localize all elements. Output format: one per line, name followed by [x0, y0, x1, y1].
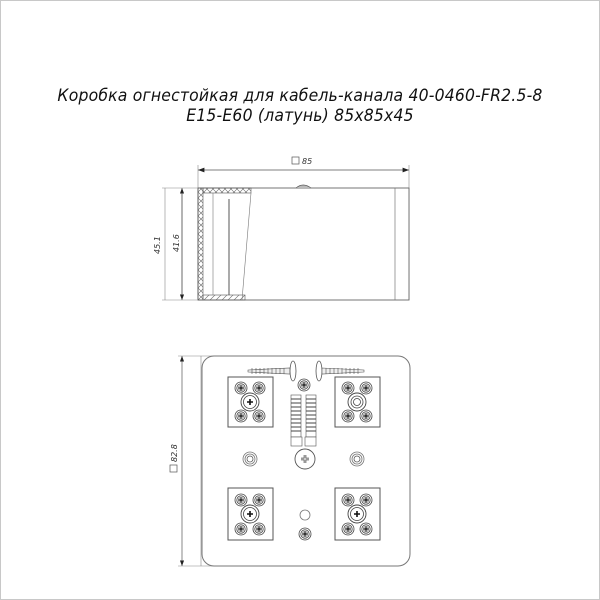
knob-icon: [295, 184, 312, 189]
top-view: 82.8: [169, 355, 411, 567]
drawing-title-line1: Коробка огнестойкая для кабель-канала 40…: [57, 86, 543, 106]
grommet-right-icon: [349, 451, 365, 467]
side-view: 85 45.1 41.6: [153, 156, 410, 301]
terminal-block-bottom-right: [334, 487, 381, 541]
side-dimension-label: 82.8: [170, 444, 179, 462]
center-screw-bottom-icon: [298, 527, 312, 541]
terminal-block-top-right: [334, 376, 381, 428]
square-symbol-icon: [291, 156, 300, 165]
cable-ties: [290, 394, 317, 447]
outer-height-label: 45.1: [153, 236, 162, 254]
long-screw-right: [315, 360, 365, 382]
grommet-left-icon: [242, 451, 258, 467]
inner-height-label: 41.6: [172, 234, 181, 252]
center-screw-icon: [294, 448, 316, 470]
hole-icon: [299, 509, 311, 521]
width-dimension-label: 85: [302, 157, 312, 166]
square-symbol-icon: [169, 464, 178, 473]
box-body: [197, 187, 410, 301]
terminal-block-bottom-left: [227, 487, 274, 541]
terminal-block-top-left: [227, 376, 274, 428]
long-screw-left: [247, 360, 297, 382]
drawing-title-line2: E15-E60 (латунь) 85x85x45: [186, 106, 414, 126]
center-screw-top-icon: [297, 378, 311, 392]
